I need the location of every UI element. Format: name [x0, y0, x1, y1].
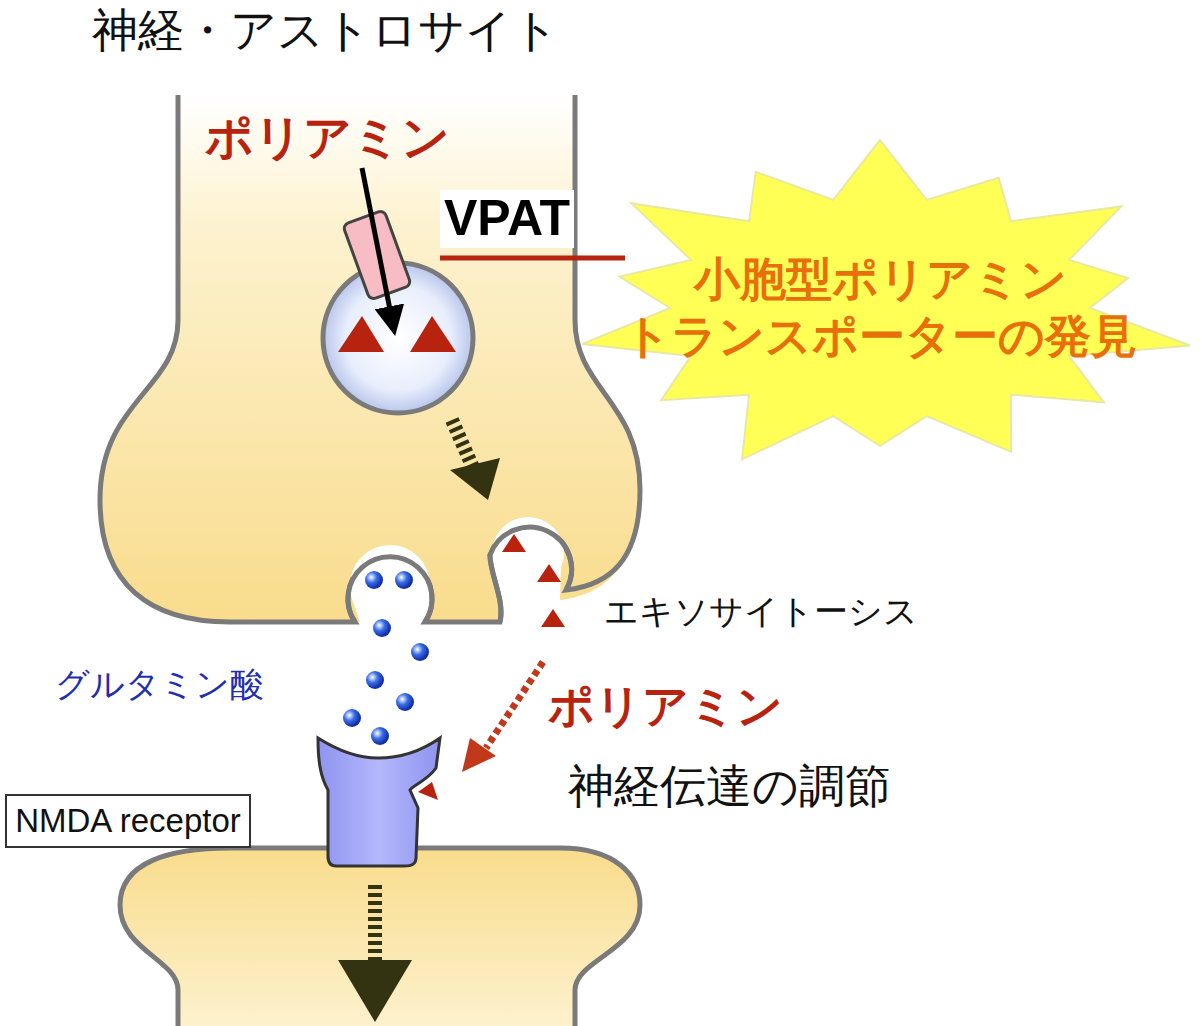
- headline-text: 小胞型ポリアミン トランスポーターの発見: [610, 251, 1150, 366]
- vesicle-outline: [348, 557, 432, 622]
- polyamine-mark: [537, 564, 561, 582]
- glutamate-label: グルタミン酸: [55, 665, 264, 704]
- transport-arrowhead: [450, 458, 500, 500]
- presynaptic-terminal: [100, 95, 640, 622]
- glutamate-dots: [343, 571, 429, 745]
- process-label: エキソサイトーシス: [604, 592, 918, 631]
- burst-shape: [560, 138, 1200, 478]
- presynaptic-fill: [100, 95, 640, 622]
- transport-arrow: [452, 420, 474, 470]
- polyamine-mark: [541, 609, 565, 627]
- polyamine-label: ポリアミン: [205, 110, 450, 165]
- polyamine-mark: [418, 782, 438, 800]
- polyamine-arrowhead: [462, 738, 496, 772]
- polyamine-mark: [338, 316, 384, 352]
- vpat-leader: [440, 256, 625, 261]
- burst-outline: [582, 140, 1190, 459]
- box-label: NMDA receptor: [15, 800, 241, 841]
- signal-arrowhead: [338, 960, 412, 1022]
- nmda-receptor-channel: [318, 738, 440, 866]
- signal-arrow: [368, 885, 382, 960]
- diagram-title: 神経・アストロサイト: [92, 4, 559, 57]
- receptor-name-box: NMDA receptor: [5, 794, 251, 848]
- uptake-arrow: [362, 168, 394, 330]
- vesicle-outline: [490, 527, 572, 622]
- polyamine-arrow: [486, 662, 543, 748]
- postsynaptic-terminal: [120, 848, 640, 1026]
- polyamine-mark: [410, 316, 456, 352]
- discovery-burst: 小胞型ポリアミン トランスポーターの発見: [560, 138, 1200, 478]
- transporter-name: VPAT: [440, 190, 574, 248]
- function-label: 神経伝達の調節: [568, 760, 891, 813]
- polyamine-label: ポリアミン: [548, 680, 783, 733]
- polyamine-mark: [502, 534, 526, 552]
